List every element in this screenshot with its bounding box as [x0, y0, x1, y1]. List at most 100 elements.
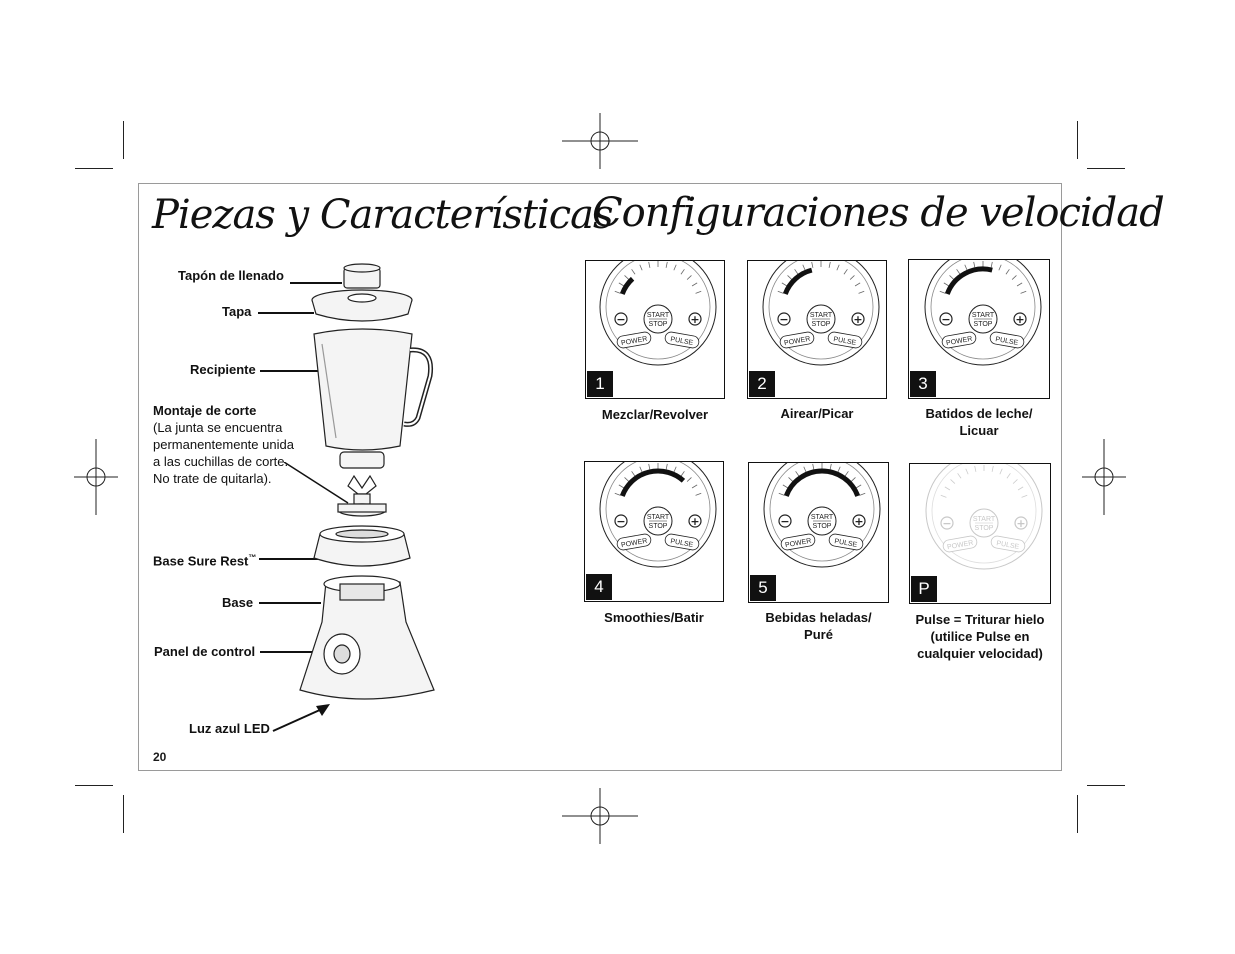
stop-label: STOP [813, 523, 832, 530]
leader-line [259, 602, 321, 604]
plus-button-icon [851, 312, 865, 326]
crop-mark [75, 785, 113, 786]
power-pill: POWER [780, 533, 816, 551]
minus-button-icon [614, 514, 628, 528]
blade-assembly [347, 474, 377, 495]
minus-button-icon [940, 516, 954, 530]
speed-level-arc [619, 468, 686, 497]
led-arrow [272, 704, 330, 732]
speed-number-badge: P [911, 576, 937, 602]
speed-level-arc [619, 276, 635, 295]
svg-text:POWER: POWER [947, 540, 974, 551]
speed-dial: START STOP − + POWER PULSE [762, 261, 880, 366]
speed-caption-line: Mezclar/Revolver [601, 407, 709, 422]
speed-caption-line: (utilice Pulse en [930, 629, 1030, 644]
power-pill: POWER [942, 535, 978, 553]
start-label: START [972, 312, 995, 319]
speed-number-badge: 5 [750, 575, 776, 601]
speed-caption-line: Bebidas heladas/ [765, 610, 872, 625]
start-label: START [973, 516, 996, 523]
jar [313, 328, 413, 451]
label-led: Luz azul LED [189, 721, 270, 736]
svg-text:PULSE: PULSE [833, 336, 857, 347]
stop-label: STOP [812, 321, 831, 328]
crop-mark [1087, 168, 1125, 169]
leader-line [258, 312, 314, 314]
speed-caption: Bebidas heladas/Puré [739, 609, 899, 643]
speed-caption: Batidos de leche/Licuar [899, 405, 1059, 439]
speed-caption-line: Batidos de leche/ [925, 406, 1033, 421]
start-label: START [811, 514, 834, 521]
svg-text:−: − [616, 313, 625, 326]
crop-mark [75, 168, 113, 169]
svg-text:POWER: POWER [785, 538, 812, 549]
crop-mark [1087, 785, 1125, 786]
pulse-pill: PULSE [664, 533, 700, 551]
stop-label: STOP [974, 321, 993, 328]
label-sure-rest-base: Base Sure Rest™ [153, 549, 256, 569]
registration-mark-bottom [562, 788, 638, 844]
label-blade-assembly: Montaje de corte [153, 403, 257, 418]
power-pill: POWER [616, 331, 652, 349]
speed-caption-line: Smoothies/Batir [604, 610, 704, 625]
svg-text:POWER: POWER [946, 336, 973, 347]
speed-level-arc [944, 266, 993, 295]
svg-text:PULSE: PULSE [834, 538, 858, 549]
speed-caption: Airear/Picar [737, 405, 897, 422]
stop-label: STOP [649, 321, 668, 328]
crop-mark [1077, 121, 1078, 159]
speed-number-badge: 4 [586, 574, 612, 600]
minus-button-icon [614, 312, 628, 326]
start-label: START [647, 514, 670, 521]
power-pill: POWER [779, 331, 815, 349]
page-number: 20 [153, 750, 167, 764]
speed-caption: Smoothies/Batir [574, 609, 734, 626]
leader-blade [284, 462, 349, 504]
speed-number-badge: 3 [910, 371, 936, 397]
speed-caption-line: cualquier velocidad) [917, 646, 1043, 661]
speed-level-arc [783, 468, 861, 497]
plus-button-icon [688, 514, 702, 528]
label-base: Base [222, 595, 254, 610]
speed-caption-line: Pulse = Triturar hielo [915, 612, 1045, 627]
svg-text:−: − [616, 515, 625, 528]
label-jar: Recipiente [190, 362, 256, 377]
svg-text:+: + [853, 313, 862, 326]
start-label: START [810, 312, 833, 319]
sure-rest-base [313, 533, 411, 567]
crop-mark [1077, 795, 1078, 833]
svg-text:−: − [779, 313, 788, 326]
svg-text:POWER: POWER [621, 538, 648, 549]
minus-button-icon [778, 514, 792, 528]
label-sure-rest-base-text: Base Sure Rest [153, 553, 249, 569]
speed-caption-line: Puré [804, 627, 833, 642]
speed-caption-line: Airear/Picar [780, 406, 854, 421]
pulse-pill: PULSE [990, 535, 1026, 553]
speed-number-badge: 2 [749, 371, 775, 397]
pulse-pill: PULSE [989, 331, 1025, 349]
svg-text:PULSE: PULSE [670, 336, 694, 347]
power-pill: POWER [941, 331, 977, 349]
page-frame [138, 183, 1062, 771]
leader-line [290, 282, 342, 284]
stop-label: STOP [649, 523, 668, 530]
svg-text:PULSE: PULSE [995, 336, 1019, 347]
speed-caption: Mezclar/Revolver [575, 406, 735, 423]
plus-button-icon [852, 514, 866, 528]
plus-button-icon [1013, 312, 1027, 326]
svg-text:−: − [780, 515, 789, 528]
minus-button-icon [777, 312, 791, 326]
svg-text:−: − [942, 517, 951, 530]
svg-text:POWER: POWER [784, 336, 811, 347]
label-control-panel: Panel de control [154, 644, 256, 659]
plus-button-icon [1014, 516, 1028, 530]
svg-text:+: + [1015, 313, 1024, 326]
